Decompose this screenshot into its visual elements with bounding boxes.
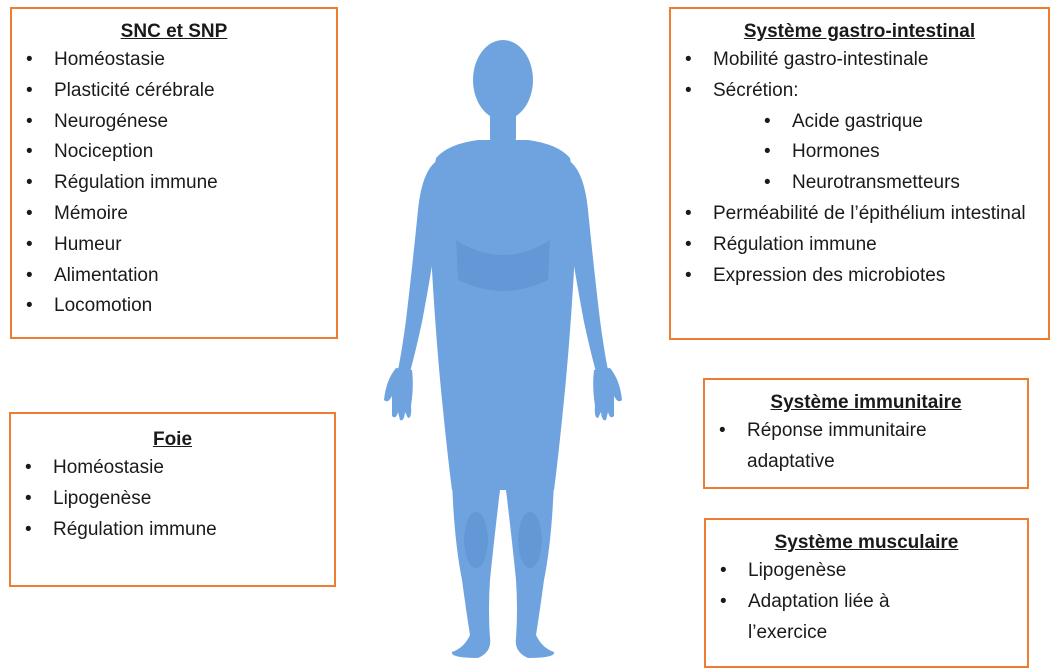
sub-list-item: Hormones [671, 137, 1048, 168]
list-item: Neurogénese [12, 107, 336, 138]
list-item: Humeur [12, 230, 336, 261]
sub-list-item: Acide gastrique [671, 107, 1048, 138]
list-item: Régulation immune [11, 515, 334, 546]
list-item: Homéostasie [12, 45, 336, 76]
list-item: Plasticité cérébrale [12, 76, 336, 107]
foie-box: Foie Homéostasie Lipogenèse Régulation i… [9, 412, 336, 587]
list-item: Perméabilité de l’épithélium intestinal [671, 199, 1048, 230]
list-item: Locomotion [12, 291, 336, 322]
list-item: Sécrétion: [671, 76, 1048, 107]
list-item: Régulation immune [671, 230, 1048, 261]
list-item: Homéostasie [11, 453, 334, 484]
list-item: Lipogenèse [706, 556, 1027, 587]
list-item: Mobilité gastro-intestinale [671, 45, 1048, 76]
list-item: Nociception [12, 137, 336, 168]
muscular-system-box: Système musculaire Lipogenèse Adaptation… [704, 518, 1029, 668]
snc-snp-box: SNC et SNP Homéostasie Plasticité cérébr… [10, 7, 338, 339]
list-item: Expression des microbiotes [671, 261, 1048, 292]
foie-list: Homéostasie Lipogenèse Régulation immune [11, 453, 334, 545]
list-item: Adaptation liée à l’exercice [706, 587, 1027, 649]
immune-system-box: Système immunitaire Réponse immunitaire … [703, 378, 1029, 489]
snc-snp-title: SNC et SNP [120, 21, 228, 42]
gastro-intestinal-list: Mobilité gastro-intestinale Sécrétion: A… [671, 45, 1048, 291]
list-item: Alimentation [12, 261, 336, 292]
foie-title: Foie [152, 429, 193, 450]
list-item: Réponse immunitaire adaptative [705, 416, 1027, 478]
snc-snp-list: Homéostasie Plasticité cérébrale Neurogé… [12, 45, 336, 322]
gastro-intestinal-title: Système gastro-intestinal [743, 21, 976, 42]
list-item: Lipogenèse [11, 484, 334, 515]
muscular-system-list: Lipogenèse Adaptation liée à l’exercice [706, 556, 1027, 648]
gastro-intestinal-box: Système gastro-intestinal Mobilité gastr… [669, 7, 1050, 340]
list-item: Mémoire [12, 199, 336, 230]
muscular-system-title: Système musculaire [774, 532, 959, 553]
sub-list-item: Neurotransmetteurs [671, 168, 1048, 199]
immune-system-title: Système immunitaire [770, 392, 962, 413]
immune-system-list: Réponse immunitaire adaptative [705, 416, 1027, 478]
human-body-silhouette [384, 40, 622, 658]
list-item: Régulation immune [12, 168, 336, 199]
